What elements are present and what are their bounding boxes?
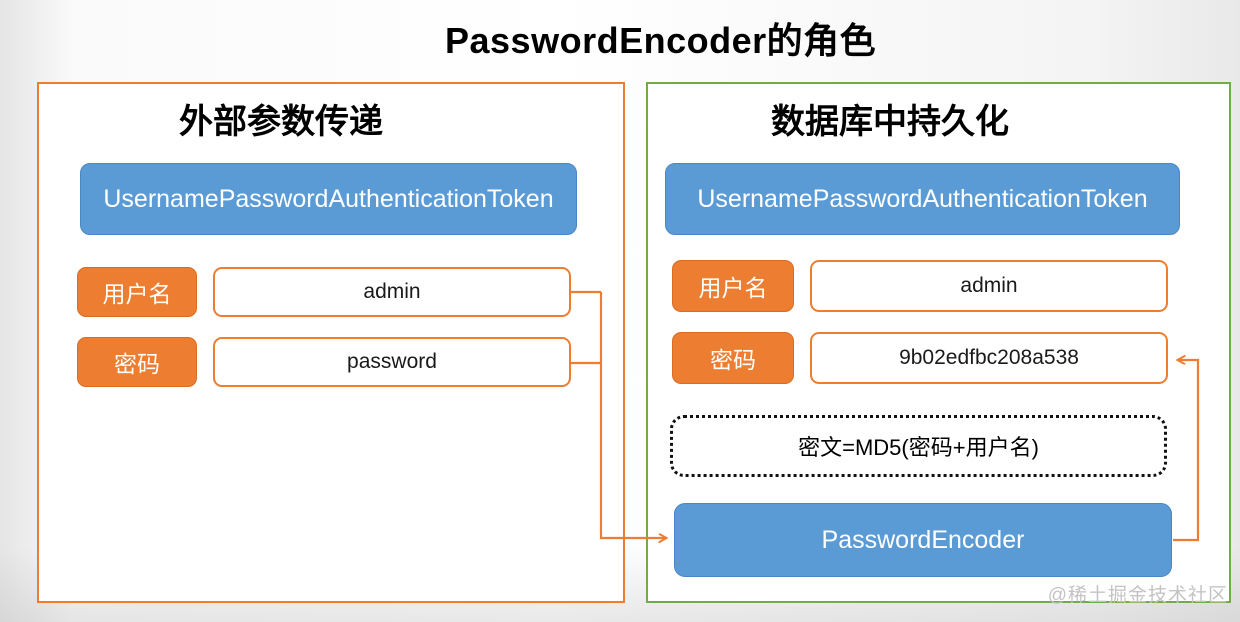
left-password-label: 密码	[77, 337, 197, 387]
password-encoder-box: PasswordEncoder	[674, 503, 1172, 577]
watermark: @稀土掘金技术社区	[1047, 585, 1228, 606]
md5-formula-box: 密文=MD5(密码+用户名)	[670, 415, 1167, 477]
right-password-label: 密码	[672, 332, 794, 384]
panel-db-persistence: 数据库中持久化 UsernamePasswordAuthenticationTo…	[646, 82, 1231, 603]
panel-external-params-title: 外部参数传递	[179, 103, 383, 141]
right-username-label: 用户名	[672, 260, 794, 312]
left-username-value: admin	[213, 267, 571, 317]
left-username-label: 用户名	[77, 267, 197, 317]
diagram-title: PasswordEncoder的角色	[445, 20, 877, 61]
left-token-box: UsernamePasswordAuthenticationToken	[80, 163, 577, 235]
right-password-value: 9b02edfbc208a538	[810, 332, 1168, 384]
left-password-value: password	[213, 337, 571, 387]
right-username-value: admin	[810, 260, 1168, 312]
right-token-box: UsernamePasswordAuthenticationToken	[665, 163, 1180, 235]
panel-external-params: 外部参数传递 UsernamePasswordAuthenticationTok…	[37, 82, 625, 603]
panel-db-persistence-title: 数据库中持久化	[771, 103, 1009, 141]
